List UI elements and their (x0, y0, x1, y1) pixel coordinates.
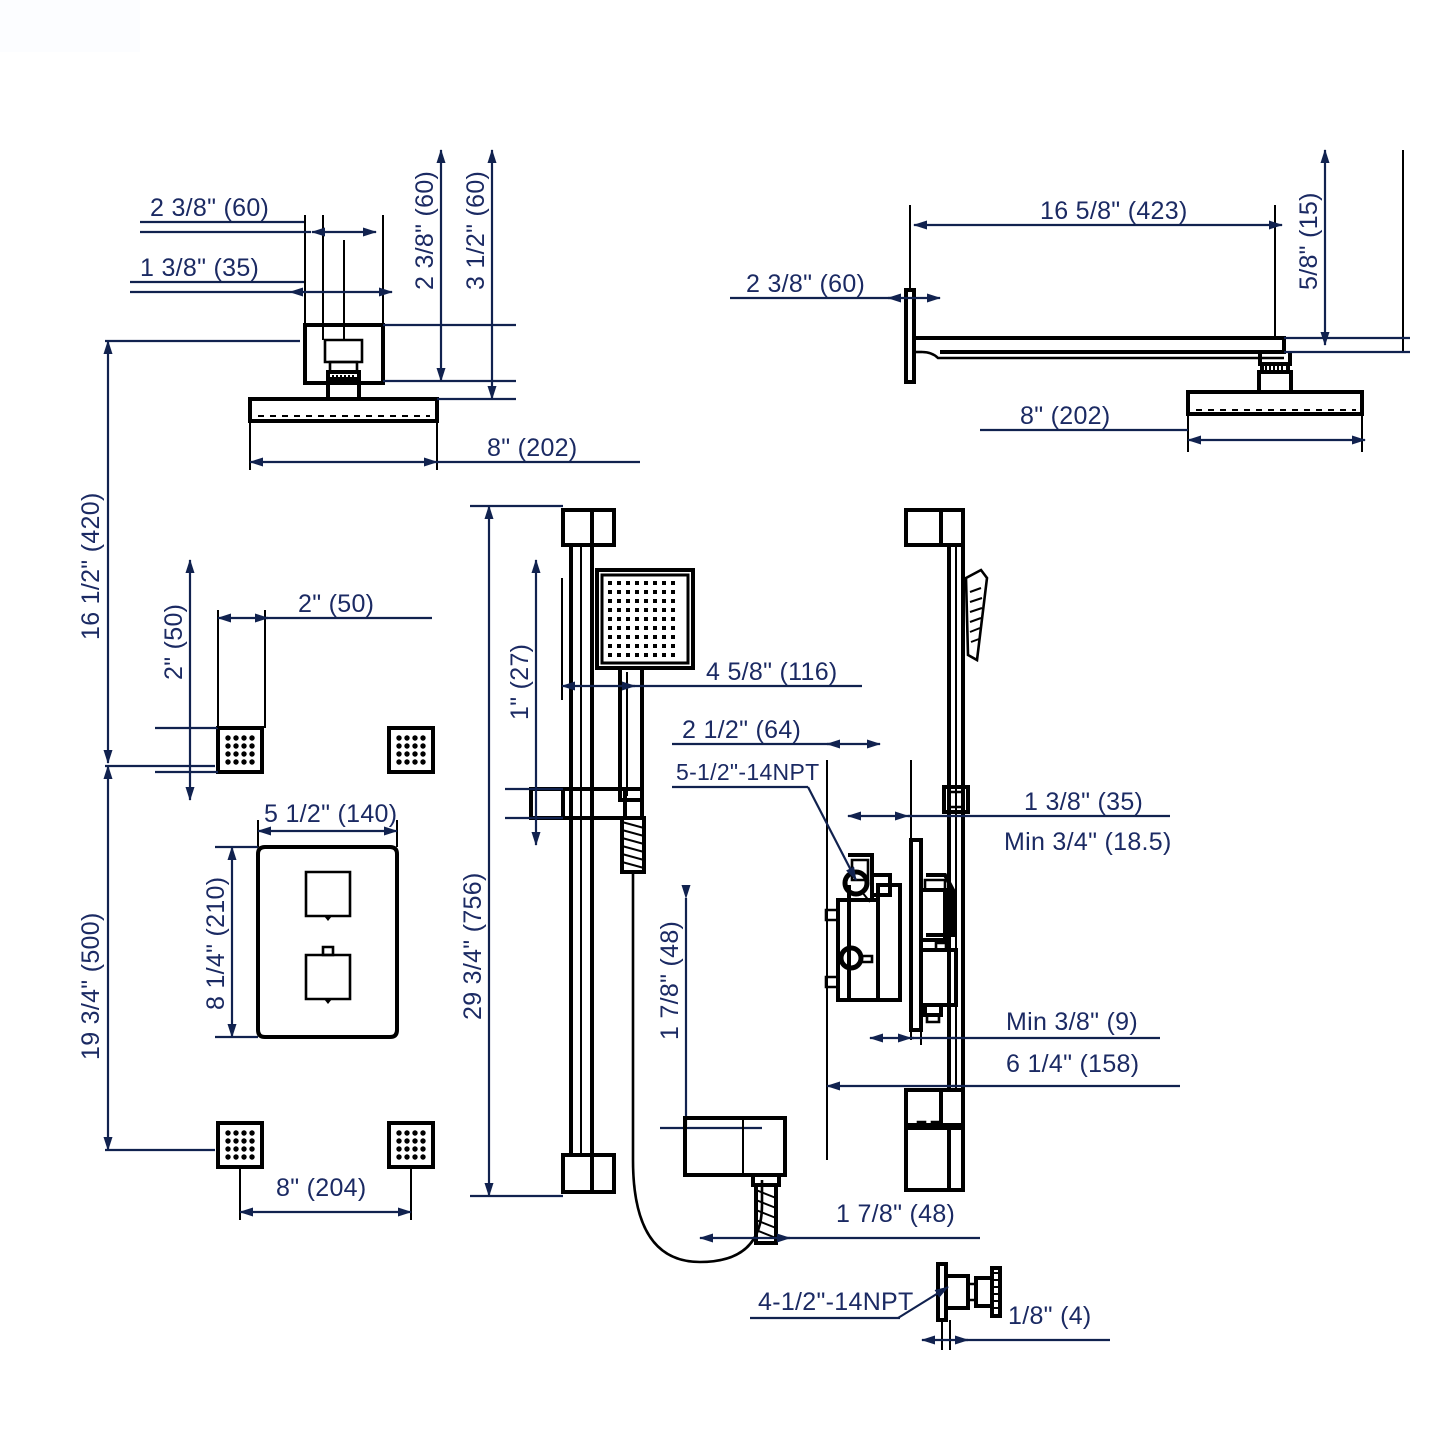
dim-label-16-1-2-420: 16 1/2" (420) (77, 492, 105, 640)
center-dimension-4-5-8-116: 4 5/8" (116) (561, 578, 862, 700)
dim-label-4-5-8-116: 4 5/8" (116) (706, 658, 838, 686)
mid-left-dimension-2-50-horizontal: 2" (50) (217, 590, 432, 728)
center-slide-bar-geometry (529, 508, 764, 1264)
dim-label-1-3-8-35-topleft: 1 3/8" (35) (140, 254, 259, 282)
top-left-dimension-2-3-8-60: 2 3/8" (60) (140, 194, 377, 237)
corner-tint-artifact (0, 0, 140, 52)
center-dimension-1-7-8-48-vertical: 1 7/8" (48) (656, 885, 762, 1130)
right-leader-5-1-2-npt: 5-1/2"-14NPT (672, 759, 857, 881)
dim-label-2-3-8-60-vert: 2 3/8" (60) (411, 171, 439, 290)
bottom-center-outlet-geometry (683, 1116, 787, 1245)
top-right-dimension-16-5-8-423: 16 5/8" (423) (913, 197, 1283, 230)
body-spray-jet-dots-lower-left (225, 1130, 255, 1160)
bottom-right-leader-4-1-2-npt: 4-1/2"-14NPT (750, 1286, 949, 1320)
dim-label-6-1-4-158: 6 1/4" (158) (1006, 1050, 1139, 1078)
body-spray-jet-dots-upper-left (225, 735, 255, 765)
dim-label-5-1-2-140: 5 1/2" (140) (264, 800, 397, 828)
dim-label-1-8-4: 1/8" (4) (1008, 1302, 1092, 1330)
bottom-right-jet-detail-geometry (936, 1262, 1002, 1350)
right-dimension-2-1-2-64: 2 1/2" (64) (672, 716, 881, 749)
dim-label-2-50-horiz: 2" (50) (298, 590, 374, 618)
dim-label-2-50-vert: 2" (50) (160, 604, 188, 680)
dim-label-1-27: 1" (27) (506, 644, 534, 720)
mid-left-dimension-2-50-vertical: 2" (50) (155, 559, 218, 801)
dim-label-8-1-4-210: 8 1/4" (210) (202, 877, 230, 1010)
dim-label-29-3-4-756: 29 3/4" (756) (459, 872, 487, 1020)
label-5-1-2-14NPT: 5-1/2"-14NPT (676, 759, 819, 785)
dim-label-min-3-4-18-5: Min 3/4" (18.5) (1004, 828, 1172, 856)
dim-label-1-3-8-35-right: 1 3/8" (35) (1024, 788, 1143, 816)
bottom-center-dimension-1-7-8-48-horizontal: 1 7/8" (48) (699, 1200, 980, 1243)
top-right-dimension-2-3-8-60: 2 3/8" (60) (730, 270, 941, 303)
mid-left-dimension-8-204: 8" (204) (239, 1167, 412, 1220)
dim-label-1-7-8-48-horiz: 1 7/8" (48) (836, 1200, 955, 1228)
dim-label-2-1-2-64: 2 1/2" (64) (682, 716, 801, 744)
top-right-dimension-5-8-15: 5/8" (15) (1284, 149, 1410, 354)
dim-label-1-7-8-48-vert: 1 7/8" (48) (656, 921, 684, 1040)
top-right-view-geometry (904, 150, 1404, 416)
top-left-dimension-2-3-8-60-vertical: 2 3/8" (60) (383, 149, 516, 383)
dim-label-2-3-8-60-topright: 2 3/8" (60) (746, 270, 865, 298)
top-left-dimension-8-202: 8" (202) (249, 421, 640, 470)
top-right-dimension-8-202: 8" (202) (980, 402, 1366, 452)
dim-label-2-3-8-60-topleft: 2 3/8" (60) (150, 194, 269, 222)
dim-label-19-3-4-500: 19 3/4" (500) (77, 912, 105, 1060)
mid-left-dimension-8-1-4-210: 8 1/4" (210) (202, 845, 258, 1039)
top-left-view-geometry (248, 215, 439, 423)
top-left-dimension-3-1-2-60-vertical: 3 1/2" (60) (437, 149, 516, 401)
top-left-dimension-1-3-8-35: 1 3/8" (35) (130, 254, 393, 297)
body-spray-jet-dots-upper-right (396, 735, 426, 765)
dim-label-8-204: 8" (204) (276, 1174, 367, 1202)
right-dimension-6-1-4-158: 6 1/4" (158) (826, 1050, 1180, 1091)
dim-label-5-8-15: 5/8" (15) (1295, 192, 1323, 290)
dim-label-16-5-8-423: 16 5/8" (423) (1040, 197, 1188, 225)
dim-label-min-3-8-9: Min 3/8" (9) (1006, 1008, 1138, 1036)
left-dimension-19-3-4-500: 19 3/4" (500) (77, 764, 215, 1152)
dim-label-8-202-topright: 8" (202) (1020, 402, 1111, 430)
dim-label-3-1-2-60-vert: 3 1/2" (60) (462, 171, 490, 290)
dim-label-8-202-topleft: 8" (202) (487, 434, 578, 462)
mid-left-view-geometry (216, 726, 435, 1169)
hand-shower-nozzle-grid (608, 581, 675, 657)
bottom-right-dimension-1-8-4: 1/8" (4) (921, 1302, 1110, 1345)
left-dimension-16-1-2-420: 16 1/2" (420) (77, 339, 300, 764)
right-dimension-1-3-8-35: 1 3/8" (35) (847, 788, 1170, 821)
center-dimension-29-3-4-756: 29 3/4" (756) (459, 504, 563, 1198)
right-dimension-min-3-4-18-5: Min 3/4" (18.5) (1004, 828, 1172, 856)
mid-left-dimension-5-1-2-140: 5 1/2" (140) (257, 800, 398, 847)
label-4-1-2-14NPT: 4-1/2"-14NPT (758, 1288, 914, 1316)
center-dimension-1-27: 1" (27) (505, 559, 563, 846)
body-spray-jet-dots-lower-right (396, 1130, 426, 1160)
right-dimension-min-3-8-9: Min 3/8" (9) (869, 1008, 1160, 1043)
right-view-geometry (824, 508, 989, 1192)
